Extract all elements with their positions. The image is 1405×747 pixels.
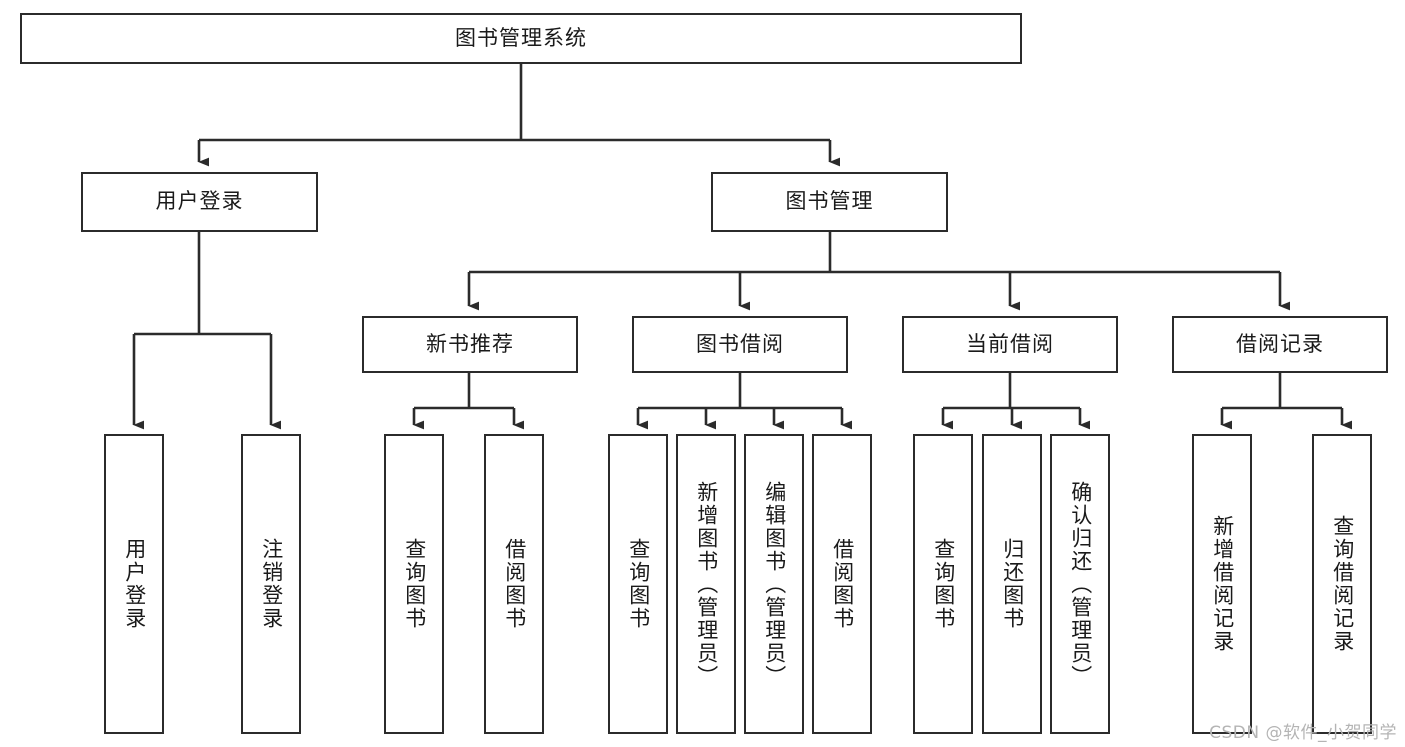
leaf-borrow-book-new-recommend[interactable]: 借阅图书 xyxy=(484,434,544,734)
node-label: 借阅图书 xyxy=(830,538,855,630)
leaf-query-book-current[interactable]: 查询图书 xyxy=(913,434,973,734)
node-label: 查询借阅记录 xyxy=(1330,515,1355,653)
csdn-watermark: CSDN @软件_小贺同学 xyxy=(1209,723,1397,743)
leaf-add-borrow-record[interactable]: 新增借阅记录 xyxy=(1192,434,1252,734)
node-label: 用户登录 xyxy=(155,189,244,214)
node-label: 图书管理 xyxy=(785,189,874,214)
node-label: 借阅记录 xyxy=(1236,331,1324,356)
node-current-borrow[interactable]: 当前借阅 xyxy=(902,316,1118,373)
node-label: 新增借阅记录 xyxy=(1210,515,1235,653)
node-label: 当前借阅 xyxy=(966,331,1054,356)
node-label: 图书借阅 xyxy=(696,331,784,356)
node-root-book-management-system[interactable]: 图书管理系统 xyxy=(20,13,1022,64)
leaf-edit-book-admin[interactable]: 编辑图书（管理员） xyxy=(744,434,804,734)
leaf-return-book[interactable]: 归还图书 xyxy=(982,434,1042,734)
leaf-query-borrow-record[interactable]: 查询借阅记录 xyxy=(1312,434,1372,734)
leaf-query-book-new-recommend[interactable]: 查询图书 xyxy=(384,434,444,734)
node-label: 查询图书 xyxy=(931,538,956,630)
node-label: 查询图书 xyxy=(626,538,651,630)
leaf-logout-login[interactable]: 注销登录 xyxy=(241,434,301,734)
leaf-query-book-borrow[interactable]: 查询图书 xyxy=(608,434,668,734)
node-label: 注销登录 xyxy=(259,538,284,630)
node-label: 借阅图书 xyxy=(502,538,527,630)
node-label: 编辑图书（管理员） xyxy=(762,480,787,688)
node-label: 确认归还（管理员） xyxy=(1068,480,1093,688)
node-new-book-recommend[interactable]: 新书推荐 xyxy=(362,316,578,373)
node-label: 新增图书（管理员） xyxy=(694,480,719,688)
node-borrow-record[interactable]: 借阅记录 xyxy=(1172,316,1388,373)
leaf-add-book-admin[interactable]: 新增图书（管理员） xyxy=(676,434,736,734)
node-label: 用户登录 xyxy=(122,538,147,630)
node-book-manage[interactable]: 图书管理 xyxy=(711,172,948,232)
node-label: 图书管理系统 xyxy=(455,25,587,50)
node-label: 查询图书 xyxy=(402,538,427,630)
leaf-confirm-return-admin[interactable]: 确认归还（管理员） xyxy=(1050,434,1110,734)
leaf-user-login[interactable]: 用户登录 xyxy=(104,434,164,734)
node-user-login[interactable]: 用户登录 xyxy=(81,172,318,232)
node-label: 新书推荐 xyxy=(426,331,514,356)
node-label: 归还图书 xyxy=(1000,538,1025,630)
node-book-borrow[interactable]: 图书借阅 xyxy=(632,316,848,373)
leaf-borrow-book-borrow[interactable]: 借阅图书 xyxy=(812,434,872,734)
